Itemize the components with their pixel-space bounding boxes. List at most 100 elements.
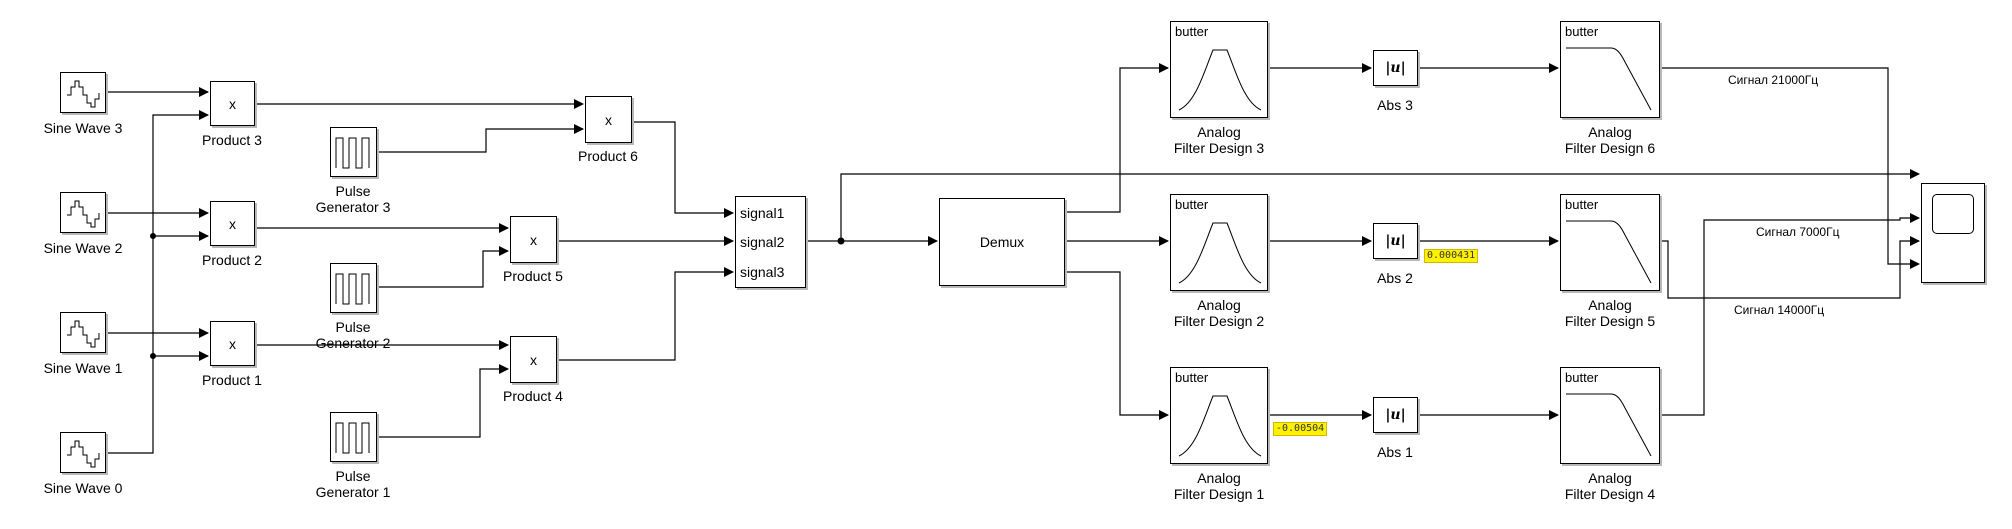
abs-symbol: |u| — [1385, 60, 1406, 76]
analog-filter-design-6-block[interactable]: butter — [1560, 21, 1660, 118]
filter-5-label-line2: Filter Design 5 — [1564, 313, 1656, 329]
filter-type-label: butter — [1565, 24, 1599, 39]
filter-type-label: butter — [1175, 24, 1209, 39]
filter-type-label: butter — [1175, 197, 1209, 212]
scope-screen-icon — [1932, 194, 1974, 234]
pulse-generator-3-label-line2: Generator 3 — [315, 199, 391, 215]
pulse-generator-3-block[interactable] — [330, 127, 377, 177]
filter-4-label-line1: Analog — [1588, 470, 1632, 486]
pulse-generator-1-label: Pulse Generator 1 — [316, 468, 391, 500]
sine-wave-icon — [67, 200, 100, 228]
signal-label-14000: Сигнал 14000Гц — [1734, 303, 1825, 317]
signal-label-7000: Сигнал 7000Гц — [1756, 225, 1840, 239]
product-5-block[interactable]: x — [510, 216, 557, 263]
abs-symbol: |u| — [1385, 233, 1406, 249]
product-6-block[interactable]: x — [585, 96, 632, 143]
product-symbol: x — [530, 231, 537, 248]
filter-2-label-line1: Analog — [1197, 297, 1241, 313]
product-3-label: Product 3 — [202, 132, 262, 148]
product-5-label: Product 5 — [503, 268, 563, 284]
analog-filter-design-5-block[interactable]: butter — [1560, 194, 1660, 291]
lowpass-icon — [1566, 393, 1652, 457]
bandpass-icon — [1178, 222, 1262, 284]
sine-wave-0-block[interactable] — [60, 432, 106, 473]
abs-3-block[interactable]: |u| — [1373, 50, 1418, 86]
sine-wave-0-label: Sine Wave 0 — [43, 480, 123, 496]
mux-port-signal2: signal2 — [740, 234, 785, 250]
filter-type-label: butter — [1565, 197, 1599, 212]
filter-2-label-line2: Filter Design 2 — [1173, 313, 1265, 329]
product-2-block[interactable]: x — [210, 201, 255, 246]
sine-wave-1-label: Sine Wave 1 — [43, 360, 123, 376]
signal-label-21000: Сигнал 21000Гц — [1728, 73, 1819, 87]
filter-1-label-line1: Analog — [1197, 470, 1241, 486]
pulse-generator-1-label-line2: Generator 1 — [315, 484, 391, 500]
sine-wave-2-label: Sine Wave 2 — [43, 240, 123, 256]
filter-6-label-line1: Analog — [1588, 124, 1632, 140]
branch-points — [150, 233, 845, 359]
pulse-generator-2-label-line1: Pulse — [335, 319, 371, 335]
analog-filter-design-5-label: Analog Filter Design 5 — [1565, 297, 1655, 329]
pulse-generator-3-label-line1: Pulse — [335, 183, 371, 199]
abs-1-block[interactable]: |u| — [1373, 397, 1418, 433]
pulse-generator-2-label-line2: Generator 2 — [315, 335, 391, 351]
pulse-generator-2-label: Pulse Generator 2 — [316, 319, 391, 351]
analog-filter-design-2-block[interactable]: butter — [1170, 194, 1268, 291]
filter-4-label-line2: Filter Design 4 — [1564, 486, 1656, 502]
sine-wave-3-block[interactable] — [60, 72, 106, 113]
product-symbol: x — [229, 95, 236, 112]
product-3-block[interactable]: x — [210, 81, 255, 126]
product-symbol: x — [530, 351, 537, 368]
scope-block[interactable] — [1921, 183, 1985, 283]
analog-filter-design-3-label: Analog Filter Design 3 — [1174, 124, 1264, 156]
filter-type-label: butter — [1175, 370, 1209, 385]
abs-2-value-display: 0.000431 — [1424, 249, 1479, 263]
pulse-icon — [335, 273, 370, 305]
filter-6-label-line2: Filter Design 6 — [1564, 140, 1656, 156]
product-symbol: x — [605, 111, 612, 128]
sine-wave-2-block[interactable] — [60, 192, 106, 233]
abs-2-block[interactable]: |u| — [1373, 223, 1418, 259]
abs-symbol: |u| — [1385, 407, 1406, 423]
analog-filter-design-3-block[interactable]: butter — [1170, 21, 1268, 118]
pulse-generator-3-label: Pulse Generator 3 — [316, 183, 391, 215]
filter-5-label-line1: Analog — [1588, 297, 1632, 313]
sine-wave-icon — [67, 440, 100, 468]
sine-wave-icon — [67, 80, 100, 108]
analog-filter-design-4-block[interactable]: butter — [1560, 367, 1660, 464]
sine-wave-3-label: Sine Wave 3 — [43, 120, 123, 136]
filter-3-label-line1: Analog — [1197, 124, 1241, 140]
analog-filter-design-6-label: Analog Filter Design 6 — [1565, 124, 1655, 156]
mux-block[interactable]: signal1 signal2 signal3 — [735, 196, 806, 288]
mux-port-signal3: signal3 — [740, 264, 785, 280]
filter-type-label: butter — [1565, 370, 1599, 385]
product-1-label: Product 1 — [202, 372, 262, 388]
analog-filter-design-2-label: Analog Filter Design 2 — [1174, 297, 1264, 329]
filter-3-label-line2: Filter Design 3 — [1173, 140, 1265, 156]
abs-1-label: Abs 1 — [1377, 444, 1413, 460]
product-symbol: x — [229, 335, 236, 352]
filter-1-value-display: -0.00504 — [1273, 422, 1328, 436]
abs-3-label: Abs 3 — [1377, 97, 1413, 113]
lowpass-icon — [1566, 220, 1652, 284]
product-1-block[interactable]: x — [210, 321, 255, 366]
pulse-icon — [335, 137, 370, 169]
demux-label: Demux — [979, 234, 1025, 250]
product-4-block[interactable]: x — [510, 336, 557, 383]
bandpass-icon — [1178, 395, 1262, 457]
product-4-label: Product 4 — [503, 388, 563, 404]
analog-filter-design-4-label: Analog Filter Design 4 — [1565, 470, 1655, 502]
filter-1-label-line2: Filter Design 1 — [1173, 486, 1265, 502]
analog-filter-design-1-label: Analog Filter Design 1 — [1174, 470, 1264, 502]
analog-filter-design-1-block[interactable]: butter — [1170, 367, 1268, 464]
sine-wave-1-block[interactable] — [60, 312, 106, 353]
signal-lines — [106, 63, 1920, 454]
product-2-label: Product 2 — [202, 252, 262, 268]
sine-wave-icon — [67, 320, 100, 348]
abs-2-label: Abs 2 — [1377, 270, 1413, 286]
demux-block[interactable]: Demux — [939, 198, 1065, 286]
pulse-generator-1-block[interactable] — [330, 412, 377, 462]
pulse-generator-2-block[interactable] — [330, 263, 377, 313]
product-symbol: x — [229, 215, 236, 232]
